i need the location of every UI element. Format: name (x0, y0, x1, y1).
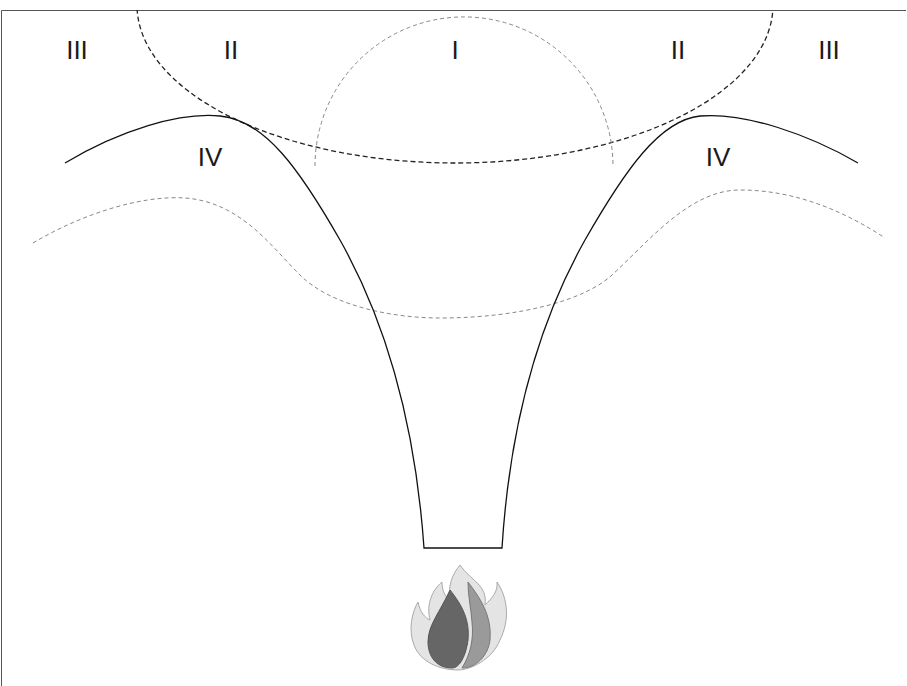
region-label: III (66, 37, 88, 63)
plume-outline (65, 115, 858, 548)
region-ellipse (137, 10, 773, 163)
region-label: II (671, 37, 685, 63)
frame-line (2, 11, 907, 686)
region-label: II (224, 37, 238, 63)
flame-icon (411, 565, 506, 670)
region-label: IV (198, 144, 223, 170)
region-label: I (451, 37, 458, 63)
region-label: III (818, 37, 840, 63)
region-label: IV (706, 144, 731, 170)
boundary-contour (33, 190, 885, 318)
region-arc (315, 17, 613, 166)
